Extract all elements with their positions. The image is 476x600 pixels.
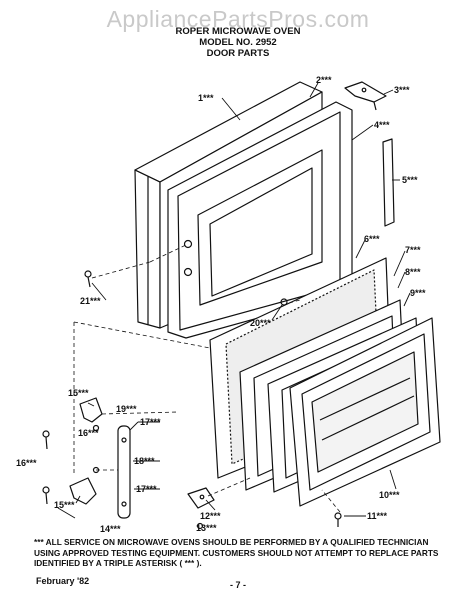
- callout-6: 6***: [364, 234, 380, 244]
- door-handle: [117, 425, 131, 519]
- callout-7: 7***: [405, 245, 421, 255]
- callout-20: 20***: [250, 318, 271, 328]
- header-section: DOOR PARTS: [206, 48, 270, 59]
- service-warning-note: *** ALL SERVICE ON MICROWAVE OVENS SHOUL…: [34, 537, 439, 568]
- leader-lines: [57, 82, 411, 519]
- hinge-pin-bracket: [187, 487, 215, 509]
- choke-strip: [382, 138, 395, 227]
- callout-12: 12***: [200, 511, 221, 521]
- assembly-lines: [73, 243, 341, 513]
- latch-hook-upper: [79, 397, 103, 423]
- hinge-bracket: [344, 81, 387, 111]
- callout-17-upper: 17***: [140, 417, 161, 427]
- latch-hook-lower: [69, 477, 97, 505]
- callout-3: 3***: [394, 85, 410, 95]
- callout-21: 21***: [80, 296, 101, 306]
- callout-11: 11***: [367, 511, 388, 521]
- page-number: - 7 -: [229, 580, 246, 590]
- callout-8: 8***: [405, 267, 421, 277]
- diagram-header: ROPER MICROWAVE OVEN MODEL NO. 2952 DOOR…: [0, 26, 476, 59]
- callout-18: 18***: [134, 456, 155, 466]
- callout-13: 13***: [196, 523, 217, 533]
- callout-19: 19***: [116, 404, 137, 414]
- callout-1: 1***: [198, 93, 214, 103]
- front-door-panel: [289, 317, 441, 507]
- callout-2: 2***: [316, 75, 332, 85]
- callout-10: 10***: [379, 490, 400, 500]
- callout-15-lower: 15***: [54, 500, 75, 510]
- watermark: AppliancePartsPros.com: [106, 6, 370, 32]
- footer-date: February '82: [36, 576, 90, 586]
- callout-17-lower: 17***: [136, 484, 157, 494]
- callout-5: 5***: [402, 175, 418, 185]
- header-product: ROPER MICROWAVE OVEN: [175, 26, 301, 37]
- callout-16-outer: 16***: [16, 458, 37, 468]
- callout-4: 4***: [374, 120, 390, 130]
- callout-16-inner: 16***: [78, 428, 99, 438]
- callout-9: 9***: [410, 288, 426, 298]
- screws: [42, 270, 342, 530]
- header-model: MODEL NO. 2952: [199, 37, 277, 48]
- callout-15-upper: 15***: [68, 388, 89, 398]
- callout-14: 14***: [100, 524, 121, 534]
